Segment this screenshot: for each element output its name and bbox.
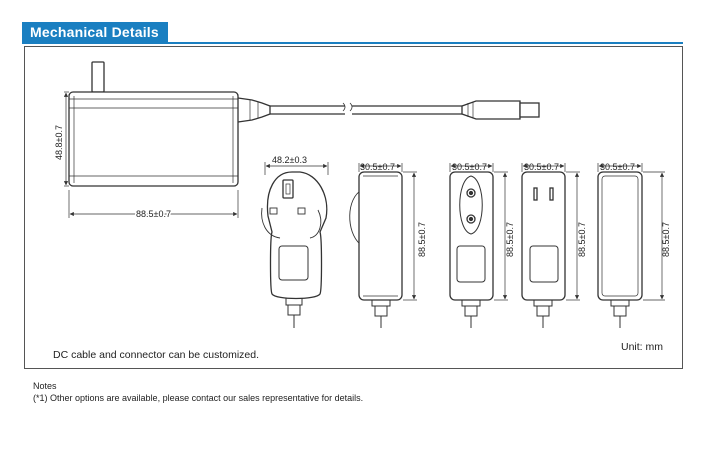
drawing-frame [24, 46, 683, 369]
us-plug-view [521, 171, 566, 328]
uk-plug-view [261, 171, 328, 328]
dc-cable-note: DC cable and connector can be customized… [53, 349, 260, 361]
back-view-dimensions [597, 163, 665, 301]
side-profile-view [349, 171, 403, 328]
length-dimension-label: 88.5±0.7 [136, 209, 171, 219]
back-view [597, 171, 643, 328]
back-view-width-label: 30.5±0.7 [600, 162, 635, 172]
back-view-length-label: 88.5±0.7 [661, 222, 671, 257]
side-profile-length-label: 88.5±0.7 [417, 222, 427, 257]
notes-line: (*1) Other options are available, please… [33, 393, 364, 403]
adapter-side-view [68, 61, 540, 187]
section-header: Mechanical Details [22, 22, 683, 44]
side-profile-dimensions [358, 163, 417, 301]
eu-plug-length-label: 88.5±0.7 [505, 222, 515, 257]
eu-plug-view [449, 171, 494, 328]
notes-heading: Notes [33, 381, 57, 391]
us-plug-dimensions [521, 163, 580, 301]
height-dimension-label: 48.8±0.7 [54, 125, 64, 160]
side-profile-width-label: 30.5±0.7 [360, 162, 395, 172]
eu-plug-dimensions [449, 163, 508, 301]
us-plug-length-label: 88.5±0.7 [577, 222, 587, 257]
side-dimension-lines [63, 91, 239, 218]
us-plug-width-label: 30.5±0.7 [524, 162, 559, 172]
uk-width-label: 48.2±0.3 [272, 155, 307, 165]
section-title: Mechanical Details [22, 22, 168, 42]
eu-plug-width-label: 30.5±0.7 [452, 162, 487, 172]
unit-label: Unit: mm [621, 341, 663, 353]
uk-width-dimension [264, 162, 329, 175]
